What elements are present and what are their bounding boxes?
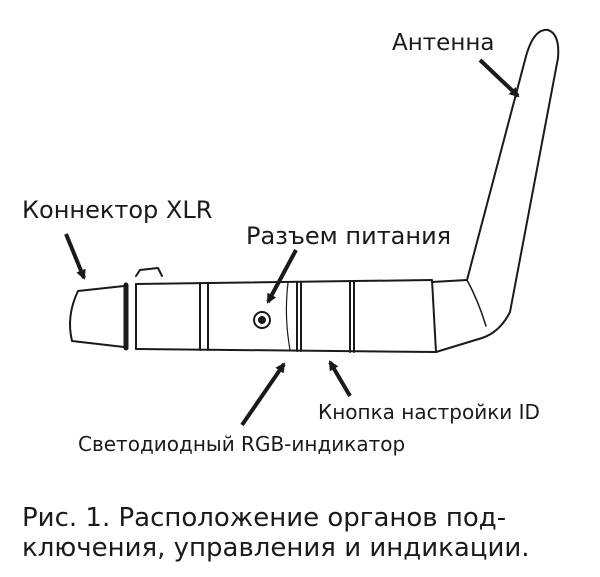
xlr-connector-head [69, 285, 125, 348]
power-jack-label: Разъем питания [246, 222, 452, 250]
caption-line-2: ключения, управления и индикации. [22, 533, 530, 563]
xlr-connector-label: Коннектор XLR [22, 196, 213, 224]
antenna-base-bend [466, 279, 487, 327]
id-button-arrow [328, 360, 352, 398]
antenna-arrow [478, 58, 520, 98]
caption-line-1: Рис. 1. Расположение органов под- [22, 503, 507, 533]
rgb-led-arrow [240, 362, 286, 427]
rgb-led-label: Светодиодный RGB-индикатор [78, 432, 406, 456]
device-body [135, 279, 437, 353]
antenna-label: Антенна [392, 30, 495, 56]
antenna [431, 28, 560, 353]
power-jack-arrow [266, 249, 298, 304]
xlr-arrow [64, 233, 86, 280]
id-button-label: Кнопка настройки ID [318, 400, 540, 424]
power-jack [253, 311, 271, 329]
figure-caption: Рис. 1. Расположение органов под- ключен… [22, 503, 592, 563]
xlr-latch [135, 267, 163, 277]
